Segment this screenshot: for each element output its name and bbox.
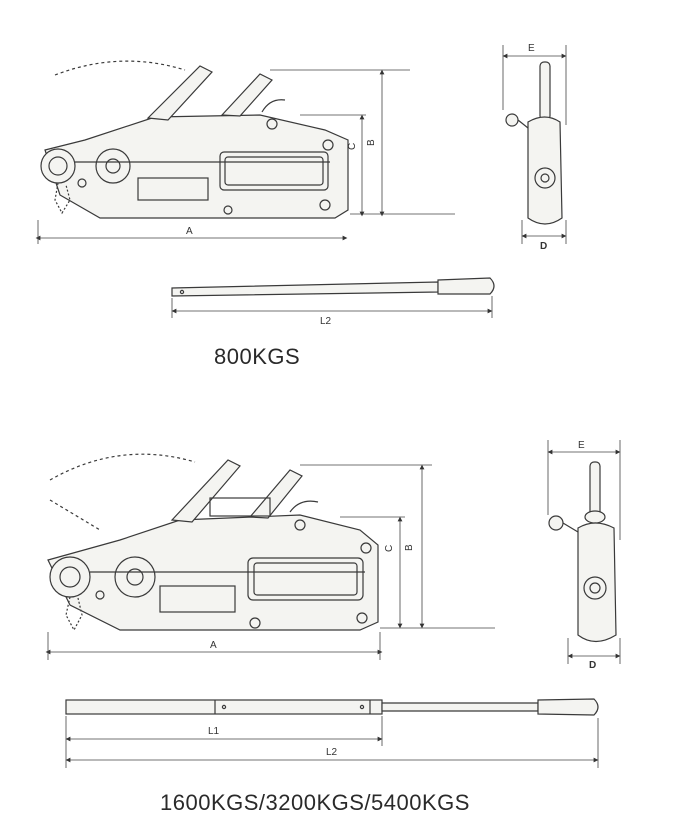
- top-extension-handle: [171, 277, 495, 297]
- top-dim-b-label: B: [366, 139, 377, 146]
- top-dim-a-label: A: [186, 226, 193, 237]
- bottom-extension-handle: [65, 698, 599, 716]
- caption-1600-3200-5400kgs: 1600KGS/3200KGS/5400KGS: [160, 790, 470, 815]
- bottom-hoist-side-view: [47, 453, 379, 632]
- bottom-dim-l1-label: L1: [208, 726, 220, 737]
- top-dim-c-label: C: [347, 143, 358, 150]
- bottom-dim-e-label: E: [578, 440, 585, 451]
- bottom-dim-d-label: D: [589, 660, 596, 671]
- bottom-dim-a-label: A: [210, 640, 217, 651]
- top-dim-d-label: D: [540, 241, 547, 252]
- bottom-dim-b-label: B: [404, 544, 415, 551]
- top-dimension-lines: [35, 69, 455, 244]
- caption-800kgs: 800KGS: [214, 344, 301, 369]
- bottom-hoist-front-view: [548, 461, 617, 643]
- top-hoist-side-view: [40, 60, 349, 219]
- top-dim-l2-label: L2: [320, 316, 332, 327]
- top-hoist-front-view: [505, 61, 563, 225]
- bottom-dim-l2-label: L2: [326, 747, 338, 758]
- bottom-dim-c-label: C: [384, 545, 395, 552]
- top-dim-e-label: E: [528, 43, 535, 54]
